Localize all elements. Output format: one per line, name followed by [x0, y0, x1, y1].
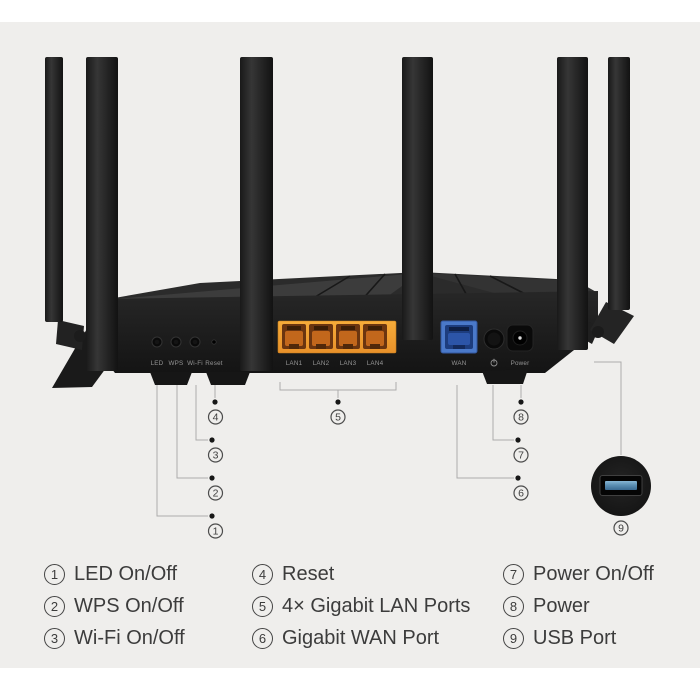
callout-line-9 [594, 361, 622, 455]
legend-label-led: LED On/Off [74, 563, 178, 585]
callout-lines [156, 361, 622, 519]
usb-port-inset [591, 456, 651, 516]
lan4-label: LAN4 [367, 360, 384, 367]
callout-number-1: 1 [207, 523, 224, 539]
legend-label-lan: 4× Gigabit LAN Ports [282, 595, 471, 617]
callout-line-6 [456, 385, 514, 479]
legend-column-2: 4 Reset 5 4× Gigabit LAN Ports 6 Gigabit… [252, 563, 470, 650]
legend-label-power-onoff: Power On/Off [533, 563, 654, 585]
wifi-button [189, 336, 201, 348]
legend-item-lan: 5 4× Gigabit LAN Ports [252, 595, 470, 618]
lan-port-2 [309, 324, 333, 349]
legend-item-led: 1 LED On/Off [44, 563, 185, 586]
svg-text:6: 6 [518, 488, 524, 500]
lan-port-1 [282, 324, 306, 349]
callout-line-7 [492, 385, 514, 441]
legend-num-1: 1 [44, 564, 65, 585]
antenna-4 [402, 57, 433, 340]
callout-number-4: 4 [207, 409, 224, 425]
svg-text:4: 4 [213, 412, 219, 424]
wan-port: WAN [440, 320, 478, 367]
callout-number-9: 9 [613, 520, 629, 536]
callout-numbers: 1 2 3 4 5 6 7 [207, 409, 629, 539]
callout-number-8: 8 [513, 409, 529, 425]
legend-label-wan: Gigabit WAN Port [282, 627, 440, 649]
reset-button [211, 339, 217, 345]
lan2-label: LAN2 [313, 360, 330, 367]
wifi-label: Wi-Fi [187, 360, 203, 367]
lan1-label: LAN1 [286, 360, 303, 367]
svg-text:8: 8 [518, 412, 524, 424]
legend-item-wan: 6 Gigabit WAN Port [252, 627, 470, 650]
legend-label-wps: WPS On/Off [74, 595, 184, 617]
power-symbol-icon [490, 358, 498, 367]
callout-bracket-5 [279, 382, 397, 398]
dc-power-jack: Power [506, 324, 534, 367]
led-button [151, 336, 163, 348]
legend-item-wifi: 3 Wi-Fi On/Off [44, 627, 185, 650]
legend-num-3: 3 [44, 628, 65, 649]
svg-text:5: 5 [335, 412, 341, 424]
svg-text:9: 9 [618, 523, 624, 535]
legend-num-4: 4 [252, 564, 273, 585]
lan-port-4 [363, 324, 387, 349]
antenna-3 [240, 57, 273, 371]
power-button [483, 328, 505, 350]
callout-line-3 [195, 385, 208, 441]
reset-label: Reset [205, 360, 222, 367]
power-jack-label: Power [511, 360, 530, 367]
legend-item-usb: 9 USB Port [503, 627, 654, 650]
legend-column-3: 7 Power On/Off 8 Power 9 USB Port [503, 563, 654, 650]
foot [150, 372, 192, 385]
legend-item-power-onoff: 7 Power On/Off [503, 563, 654, 586]
legend-label-wifi: Wi-Fi On/Off [74, 627, 185, 649]
legend-label-usb: USB Port [533, 627, 617, 649]
legend-num-6: 6 [252, 628, 273, 649]
legend-item-wps: 2 WPS On/Off [44, 595, 185, 618]
lan-port-3 [336, 324, 360, 349]
wan-label: WAN [451, 360, 466, 367]
legend-label-reset: Reset [282, 563, 335, 585]
legend-column-1: 1 LED On/Off 2 WPS On/Off 3 Wi-Fi On/Off [44, 563, 185, 650]
callout-number-2: 2 [207, 485, 224, 501]
antenna-6 [608, 57, 630, 310]
callout-number-7: 7 [513, 447, 529, 463]
svg-text:3: 3 [213, 450, 219, 462]
svg-text:1: 1 [213, 526, 219, 538]
callout-number-3: 3 [207, 447, 224, 463]
antenna-hinge-left [56, 320, 86, 350]
legend-item-reset: 4 Reset [252, 563, 470, 586]
legend-item-power: 8 Power [503, 595, 654, 618]
usb-port [599, 475, 643, 496]
legend-num-9: 9 [503, 628, 524, 649]
wps-button [170, 336, 182, 348]
svg-text:2: 2 [213, 488, 219, 500]
callout-number-5: 5 [330, 409, 346, 425]
legend-num-5: 5 [252, 596, 273, 617]
lan-port-block: LAN1 LAN2 LAN3 LAN4 [277, 320, 397, 367]
foot [482, 369, 528, 384]
legend-num-2: 2 [44, 596, 65, 617]
svg-text:7: 7 [518, 450, 524, 462]
wps-label: WPS [169, 360, 184, 367]
callout-number-6: 6 [513, 485, 529, 501]
legend-label-power: Power [533, 595, 590, 617]
callout-line-2 [176, 385, 208, 479]
callout-line-1 [156, 385, 208, 517]
foot [206, 372, 250, 385]
legend-num-7: 7 [503, 564, 524, 585]
antenna-1 [45, 57, 63, 322]
antenna-2 [86, 57, 118, 371]
lan3-label: LAN3 [340, 360, 357, 367]
legend-num-8: 8 [503, 596, 524, 617]
antenna-5 [557, 57, 588, 350]
led-label: LED [151, 360, 164, 367]
